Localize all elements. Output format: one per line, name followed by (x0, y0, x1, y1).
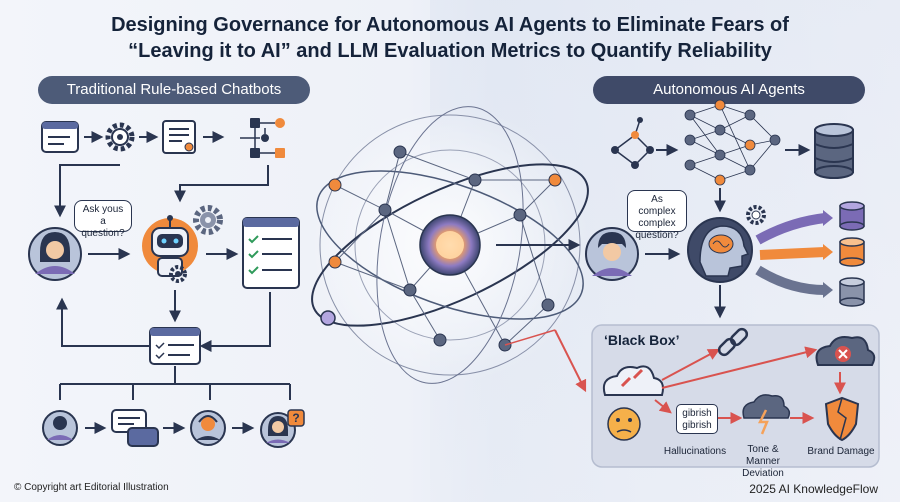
storm-cloud-icon (742, 394, 791, 435)
confused-user-icon (260, 412, 296, 448)
database-icon (839, 237, 865, 267)
support-agent-icon (190, 410, 226, 446)
footer-brand: 2025 AI KnowledgeFlow (749, 482, 878, 496)
neural-network-icon (684, 99, 781, 186)
broken-chain-icon (717, 327, 749, 357)
document-icon (149, 327, 201, 365)
gear-icon (746, 205, 766, 225)
svg-text:?: ? (292, 411, 299, 425)
autonomous-agents-heading: Autonomous AI Agents (593, 76, 865, 104)
robot-icon (142, 215, 198, 277)
brand-damage-label: Brand Damage (807, 446, 875, 457)
error-cloud-icon (815, 336, 876, 366)
user-avatar-man (42, 410, 78, 446)
gear-icon (105, 122, 135, 152)
gibberish-bubble: gibrish gibrish (676, 404, 718, 434)
small-network-icon (611, 117, 654, 169)
tone-manner-deviation-label: Tone & Manner Deviation (742, 444, 784, 479)
traditional-chatbots-heading: Traditional Rule-based Chatbots (38, 76, 310, 104)
broken-link-cloud-icon (602, 365, 664, 396)
complex-question-bubble: As complex complex question? (627, 190, 687, 241)
user-avatar-woman (28, 227, 82, 281)
ai-brain-head-icon (687, 217, 753, 283)
central-network (310, 105, 590, 393)
database-icon (839, 201, 865, 231)
flowchart-icon (240, 118, 285, 158)
right-middle-row (585, 201, 865, 319)
database-icon (839, 277, 865, 307)
hallucinations-label: Hallucinations (663, 446, 727, 457)
shattered-shield-icon (824, 396, 860, 442)
black-box-title: ‘Black Box’ (604, 332, 680, 348)
question-icon: ? (287, 409, 305, 427)
question-speech-bubble: Ask yous a question? (74, 200, 132, 239)
right-top-flow (611, 99, 854, 213)
user-avatar-man (585, 227, 639, 281)
footer-copyright: © Copyright art Editorial Illustration (14, 482, 169, 493)
title-line-1: Designing Governance for Autonomous AI A… (111, 14, 789, 36)
black-box-panel (591, 324, 880, 468)
certificate-icon (162, 120, 196, 154)
title-line-2: “Leaving it to AI” and LLM Evaluation Me… (128, 40, 772, 62)
left-middle-row (28, 205, 300, 352)
left-bottom-row: ? (42, 327, 305, 448)
worried-face-icon (607, 407, 641, 441)
gear-icon (193, 205, 223, 235)
checklist-icon (242, 217, 300, 289)
database-icon (814, 123, 854, 179)
gear-icon (169, 265, 187, 283)
left-top-flow (41, 118, 285, 218)
chat-bubbles-icon (111, 409, 159, 447)
